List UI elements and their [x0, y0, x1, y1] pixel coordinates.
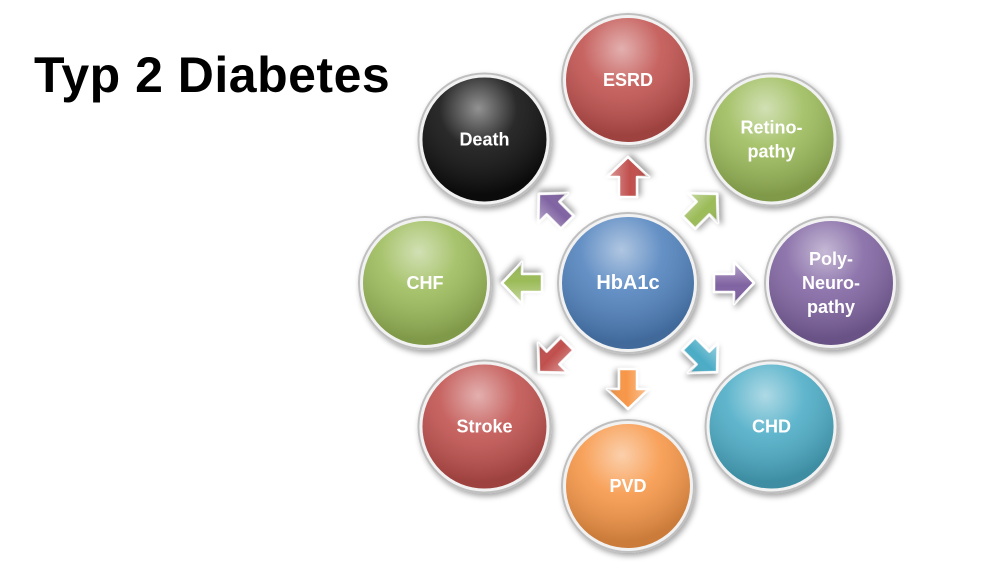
arrow-up-left-icon — [536, 191, 575, 230]
nodes-layer: ESRDRetino-pathyPoly-Neuro-pathyCHDPVDSt… — [358, 13, 898, 553]
node-pvd-gloss — [566, 424, 690, 548]
center-node-hba1c-label-line: HbA1c — [596, 272, 659, 294]
center-layer: HbA1c — [557, 212, 699, 354]
node-retinopathy-label-line: Retino- — [741, 117, 803, 137]
node-death-label-line: Death — [459, 129, 509, 149]
node-chd-label-line: CHD — [752, 417, 791, 437]
node-death-gloss — [422, 77, 547, 202]
node-polyneuropathy-label-line: pathy — [807, 297, 855, 317]
node-chd-gloss — [709, 364, 834, 489]
node-retinopathy-gloss — [709, 77, 834, 202]
node-chf: CHF — [358, 216, 492, 350]
node-polyneuropathy-label-line: Poly- — [809, 249, 853, 269]
arrow-down-icon — [605, 367, 651, 411]
center-node-hba1c-gloss — [562, 217, 694, 349]
arrow-down-left-icon — [536, 336, 575, 375]
arrows-layer — [500, 155, 756, 411]
arrow-left-icon — [500, 260, 544, 306]
node-retinopathy: Retino-pathy — [704, 72, 839, 207]
arrow-right-icon — [712, 260, 756, 306]
node-stroke: Stroke — [417, 359, 552, 494]
node-polyneuropathy: Poly- Neuro-pathy — [764, 216, 898, 350]
node-chf-gloss — [363, 221, 487, 345]
node-stroke-gloss — [422, 364, 547, 489]
node-polyneuropathy-label-line: Neuro- — [802, 273, 860, 293]
node-retinopathy-label-line: pathy — [748, 141, 796, 161]
node-pvd: PVD — [561, 419, 695, 553]
arrow-up-icon — [605, 155, 651, 199]
node-stroke-label-line: Stroke — [456, 417, 512, 437]
node-esrd-label-line: ESRD — [603, 70, 653, 90]
node-polyneuropathy-gloss — [769, 221, 893, 345]
node-esrd-gloss — [566, 18, 690, 142]
node-pvd-label-line: PVD — [609, 476, 646, 496]
node-esrd: ESRD — [561, 13, 695, 147]
arrow-down-right-icon — [681, 336, 720, 375]
arrow-up-right-icon — [681, 191, 720, 230]
slide-title: Typ 2 Diabetes — [34, 47, 391, 103]
node-chd: CHD — [704, 359, 839, 494]
center-node-hba1c: HbA1c — [557, 212, 699, 354]
node-death: Death — [417, 72, 552, 207]
node-chf-label-line: CHF — [407, 273, 444, 293]
